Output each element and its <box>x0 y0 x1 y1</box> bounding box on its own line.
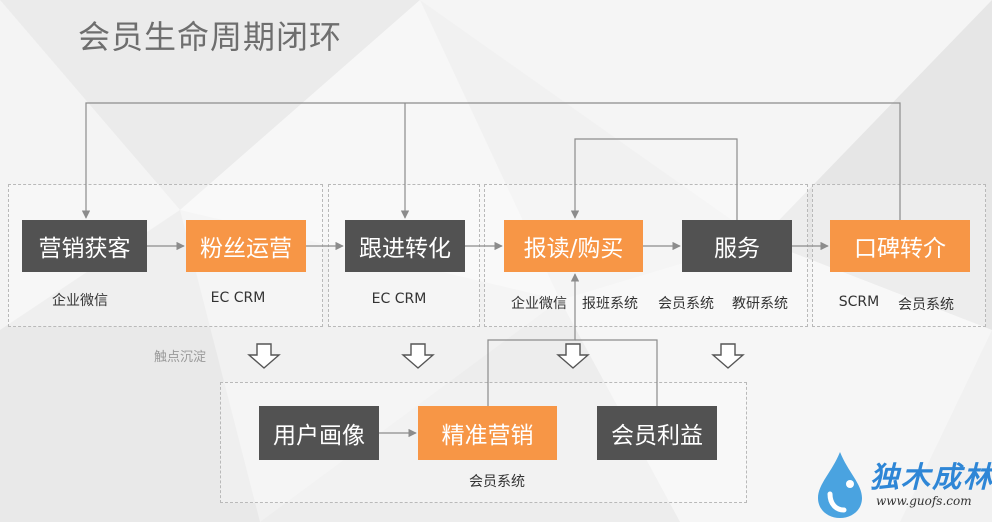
node-user-profile: 用户画像 <box>259 406 379 460</box>
system-label-service-1: 会员系统 <box>658 296 714 312</box>
node-marketing-acquisition: 营销获客 <box>22 220 147 272</box>
system-label-fan: EC CRM <box>210 290 266 306</box>
system-label-acquisition: 企业微信 <box>52 293 108 309</box>
node-precision-marketing: 精准营销 <box>418 406 557 460</box>
page-title: 会员生命周期闭环 <box>78 18 343 56</box>
node-service: 服务 <box>682 220 792 272</box>
hollow-down-arrow-icon <box>556 343 590 369</box>
loop-service-to-enroll <box>570 138 738 220</box>
watermark-url: www.guofs.com <box>876 494 972 508</box>
system-label-referral-1: SCRM <box>838 294 880 310</box>
node-follow-up-conversion: 跟进转化 <box>345 220 465 272</box>
hollow-down-arrow-icon <box>711 343 745 369</box>
hollow-down-arrow-icon <box>401 343 435 369</box>
system-label-service-2: 教研系统 <box>732 296 788 312</box>
watermark-text: 独木成林 <box>870 460 992 494</box>
system-label-enroll-2: 报班系统 <box>582 296 638 312</box>
node-enroll-purchase: 报读/购买 <box>504 220 643 272</box>
feed-precision-to-enroll <box>487 273 580 406</box>
loop-referral-to-acquisition <box>81 102 901 220</box>
system-label-referral-2: 会员系统 <box>898 297 954 313</box>
touchpoint-caption: 触点沉淀 <box>154 350 207 365</box>
system-label-follow-up: EC CRM <box>371 291 427 307</box>
system-label-enroll-1: 企业微信 <box>511 296 567 312</box>
system-label-bottom-group: 会员系统 <box>469 474 525 490</box>
feed-benefits-to-enroll <box>575 339 658 406</box>
node-word-of-mouth-referral: 口碑转介 <box>830 220 970 272</box>
water-drop-logo-icon <box>818 452 862 518</box>
node-member-benefits: 会员利益 <box>597 406 717 460</box>
node-fan-operation: 粉丝运营 <box>186 220 306 272</box>
hollow-down-arrow-icon <box>247 343 281 369</box>
watermark: 独木成林 www.guofs.com <box>812 450 992 520</box>
